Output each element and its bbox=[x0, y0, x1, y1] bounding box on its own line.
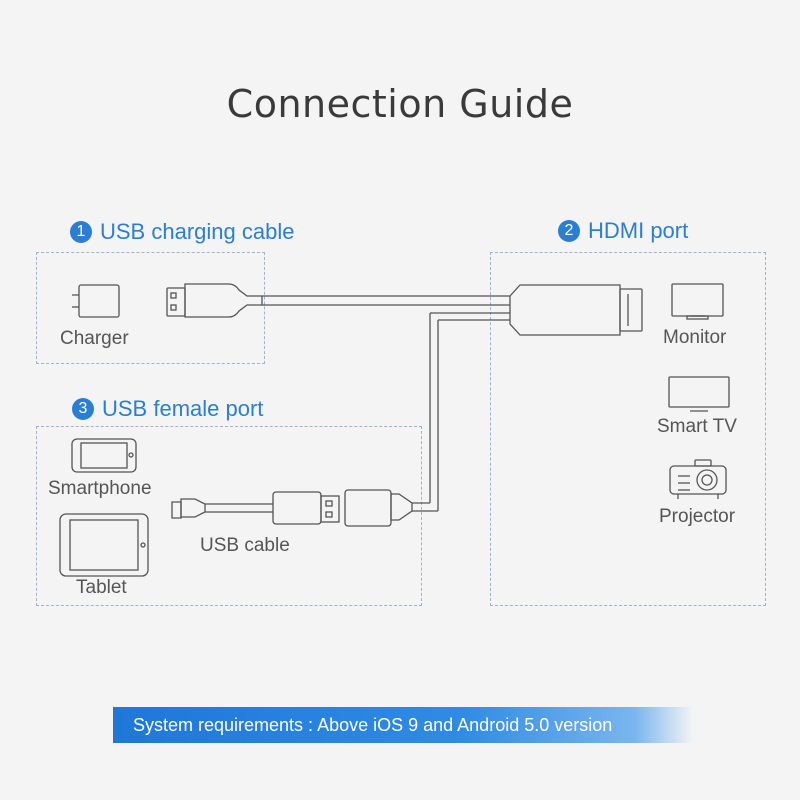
charger-label: Charger bbox=[60, 328, 129, 349]
micro-usb-plug-icon bbox=[171, 498, 206, 519]
heading-label: HDMI port bbox=[588, 218, 689, 243]
step-number-1: 1 bbox=[70, 221, 92, 243]
smartphone-icon bbox=[71, 438, 137, 473]
tablet-icon bbox=[59, 513, 149, 577]
smart-tv-label: Smart TV bbox=[657, 416, 737, 437]
charger-icon bbox=[72, 284, 120, 318]
usb-a-plug-icon bbox=[272, 491, 340, 525]
heading-hdmi-port: 2 HDMI port bbox=[558, 218, 688, 244]
cable-lines bbox=[205, 295, 510, 513]
smartphone-label: Smartphone bbox=[48, 478, 152, 499]
usb-a-plug-icon bbox=[166, 283, 263, 318]
projector-icon bbox=[669, 459, 727, 499]
usb-female-port-icon bbox=[344, 489, 413, 527]
monitor-icon bbox=[671, 283, 724, 320]
system-requirements-banner: System requirements : Above iOS 9 and An… bbox=[113, 707, 693, 743]
heading-usb-female: 3 USB female port bbox=[72, 396, 263, 422]
projector-label: Projector bbox=[659, 506, 736, 527]
page-title: Connection Guide bbox=[226, 82, 574, 126]
hdmi-plug-icon bbox=[509, 284, 643, 336]
tablet-label: Tablet bbox=[76, 577, 127, 598]
smart-tv-icon bbox=[668, 376, 730, 412]
heading-label: USB charging cable bbox=[100, 219, 295, 244]
step-number-3: 3 bbox=[72, 398, 94, 420]
hdmi-box bbox=[490, 252, 766, 606]
step-number-2: 2 bbox=[558, 220, 580, 242]
usb-female-box bbox=[36, 426, 422, 606]
usb-cable-label: USB cable bbox=[200, 535, 290, 556]
usb-charging-box bbox=[36, 252, 265, 364]
heading-label: USB female port bbox=[102, 396, 264, 421]
monitor-label: Monitor bbox=[663, 327, 727, 348]
heading-usb-charging: 1 USB charging cable bbox=[70, 219, 294, 245]
